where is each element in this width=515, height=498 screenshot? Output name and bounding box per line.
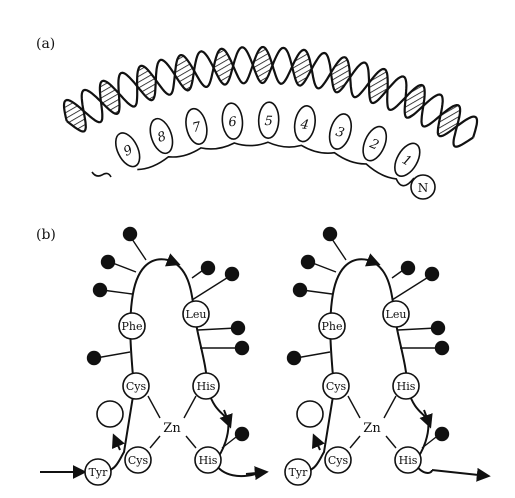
panel-a-label: (a) — [36, 36, 55, 52]
residue-leu: Leu — [382, 300, 410, 328]
zinc-ion-label: Zn — [163, 421, 181, 436]
residue-phe: Phe — [318, 312, 346, 340]
n-terminus: N — [410, 174, 436, 200]
zinc-coordination — [347, 395, 397, 449]
residue-tyr-label: Tyr — [289, 466, 309, 479]
finger-domain-1: 1 — [394, 142, 421, 177]
motif-top-arrow — [365, 253, 381, 267]
dna-groove-lobe — [64, 100, 86, 132]
finger-domain-7: 7 — [185, 107, 208, 145]
dna-groove-lobe — [404, 85, 425, 118]
finger-number: 7 — [191, 120, 203, 137]
residue-cys-lower-label: Cys — [128, 454, 149, 467]
residue-unlabeled — [296, 400, 324, 428]
motif-his-arrow — [219, 409, 233, 429]
zinc-finger-motif-2: Zn Phe Leu Cys His Tyr — [284, 226, 450, 486]
residue-cys-upper-label: Cys — [126, 380, 147, 393]
motif-cys-arrow — [111, 433, 125, 451]
residue-cys-lower: Cys — [324, 446, 352, 474]
residue-leu-label: Leu — [186, 308, 207, 321]
motif-top-arrow — [165, 253, 181, 267]
finger-number: 4 — [298, 117, 310, 133]
residue-leu: Leu — [182, 300, 210, 328]
protein-backbone-tether — [91, 171, 112, 178]
finger-domain-9: 9 — [114, 132, 141, 168]
residue-his-upper-label: His — [197, 380, 216, 393]
residue-leu-label: Leu — [386, 308, 407, 321]
zinc-coordination — [147, 395, 197, 449]
finger-number: 5 — [264, 114, 273, 129]
residue-his-upper: His — [192, 372, 220, 400]
dna-groove-lobe — [99, 80, 120, 114]
side-chains — [86, 226, 250, 449]
residue-cys-lower: Cys — [124, 446, 152, 474]
residue-cys-upper-label: Cys — [326, 380, 347, 393]
residue-his-lower-label: His — [199, 454, 218, 467]
dna-groove-lobe — [213, 48, 233, 85]
residue-cys-upper: Cys — [322, 372, 350, 400]
residue-cys-upper: Cys — [122, 372, 150, 400]
panel-b-label: (b) — [36, 227, 56, 243]
zinc-finger-motif-1: Zn Phe Leu Cys His Tyr — [84, 226, 269, 486]
finger-domains: 987 6 5 4 321 — [114, 101, 421, 177]
finger-domain-2: 2 — [362, 125, 388, 162]
finger-number: 3 — [334, 125, 346, 142]
residue-cys-lower-label: Cys — [328, 454, 349, 467]
residue-his-upper-label: His — [397, 380, 416, 393]
polypeptide-chain-end — [431, 467, 491, 482]
residue-tyr-label: Tyr — [89, 466, 109, 479]
residue-his-lower-label: His — [399, 454, 418, 467]
residue-his-upper: His — [392, 372, 420, 400]
dna-groove-lobe — [330, 57, 350, 93]
dna-groove-hatching — [64, 47, 461, 137]
dna-groove-lobe — [291, 49, 313, 86]
motif-backbone — [99, 258, 263, 478]
motif-backbone — [299, 258, 433, 474]
dna-groove-lobe — [369, 69, 388, 103]
finger-domain-8: 8 — [149, 117, 174, 155]
dna-groove-lobe — [136, 65, 157, 101]
finger-domain-4: 4 — [293, 105, 316, 143]
panel-a: (a) 987 6 5 4 321 N — [36, 36, 479, 200]
residue-phe-label: Phe — [122, 320, 143, 333]
residue-phe: Phe — [118, 312, 146, 340]
dna-groove-lobe — [174, 55, 195, 91]
motif-exit-arrow — [245, 466, 269, 481]
dna-groove-lobe — [437, 105, 461, 137]
residue-unlabeled — [96, 400, 124, 428]
finger-domain-3: 3 — [328, 113, 353, 150]
residue-tyr: Tyr — [84, 458, 112, 486]
panel-b: (b) — [36, 226, 491, 486]
residue-tyr: Tyr — [284, 458, 312, 486]
finger-domain-5: 5 — [257, 101, 280, 139]
dna-double-helix — [62, 45, 479, 148]
residue-his-lower: His — [194, 446, 222, 474]
side-chains — [286, 226, 450, 449]
protein-backbone-a — [137, 141, 415, 187]
motif-his-arrow — [419, 409, 433, 429]
n-terminus-label: N — [418, 181, 429, 195]
residue-his-lower: His — [394, 446, 422, 474]
dna-groove-lobe — [253, 47, 273, 83]
finger-domain-6: 6 — [221, 102, 244, 140]
finger-number: 6 — [228, 115, 238, 131]
zinc-ion-label: Zn — [363, 421, 381, 436]
motif-cys-arrow — [311, 433, 325, 451]
residue-phe-label: Phe — [322, 320, 343, 333]
